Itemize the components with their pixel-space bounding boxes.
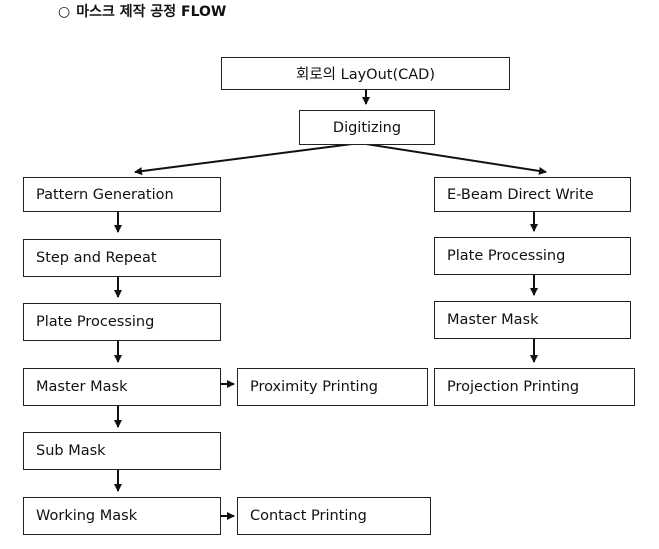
node-master-mask-right-label: Master Mask (447, 312, 539, 328)
node-plate-processing-right-label: Plate Processing (447, 248, 566, 264)
node-master-mask-left: Master Mask (23, 368, 221, 406)
arrow-digitizing-to-ebeam (365, 143, 547, 175)
diagram-title: ○ 마스크 제작 공정 FLOW (58, 2, 226, 22)
node-proximity-printing-label: Proximity Printing (250, 379, 378, 395)
node-pattern-generation-label: Pattern Generation (36, 186, 174, 203)
node-contact-printing: Contact Printing (237, 497, 431, 535)
node-pattern-generation: Pattern Generation (23, 177, 221, 212)
node-digitizing-label: Digitizing (332, 119, 402, 136)
node-step-and-repeat-label: Step and Repeat (36, 250, 157, 266)
node-master-mask-left-label: Master Mask (36, 379, 128, 395)
node-working-mask-label: Working Mask (36, 508, 138, 524)
node-plate-processing-left-label: Plate Processing (36, 314, 155, 330)
node-plate-processing-left: Plate Processing (23, 303, 221, 341)
node-proximity-printing: Proximity Printing (237, 368, 428, 406)
node-layout-cad-label: 회로의 LayOut(CAD) (296, 67, 435, 83)
node-contact-printing-label: Contact Printing (250, 508, 367, 524)
title-bullet: ○ (58, 4, 71, 20)
node-master-mask-right: Master Mask (434, 301, 631, 339)
node-ebeam-direct-write-label: E-Beam Direct Write (447, 186, 594, 203)
node-layout-cad: 회로의 LayOut(CAD) (221, 57, 510, 90)
title-text: 마스크 제작 공정 FLOW (76, 4, 227, 20)
node-working-mask: Working Mask (23, 497, 221, 535)
node-plate-processing-right: Plate Processing (434, 237, 631, 275)
node-projection-printing-label: Projection Printing (447, 379, 580, 395)
node-digitizing: Digitizing (299, 110, 435, 145)
node-ebeam-direct-write: E-Beam Direct Write (434, 177, 631, 212)
node-sub-mask: Sub Mask (23, 432, 221, 470)
node-step-and-repeat: Step and Repeat (23, 239, 221, 277)
arrow-digitizing-to-pattern-generation (134, 143, 353, 176)
node-sub-mask-label: Sub Mask (36, 443, 106, 459)
node-projection-printing: Projection Printing (434, 368, 635, 406)
